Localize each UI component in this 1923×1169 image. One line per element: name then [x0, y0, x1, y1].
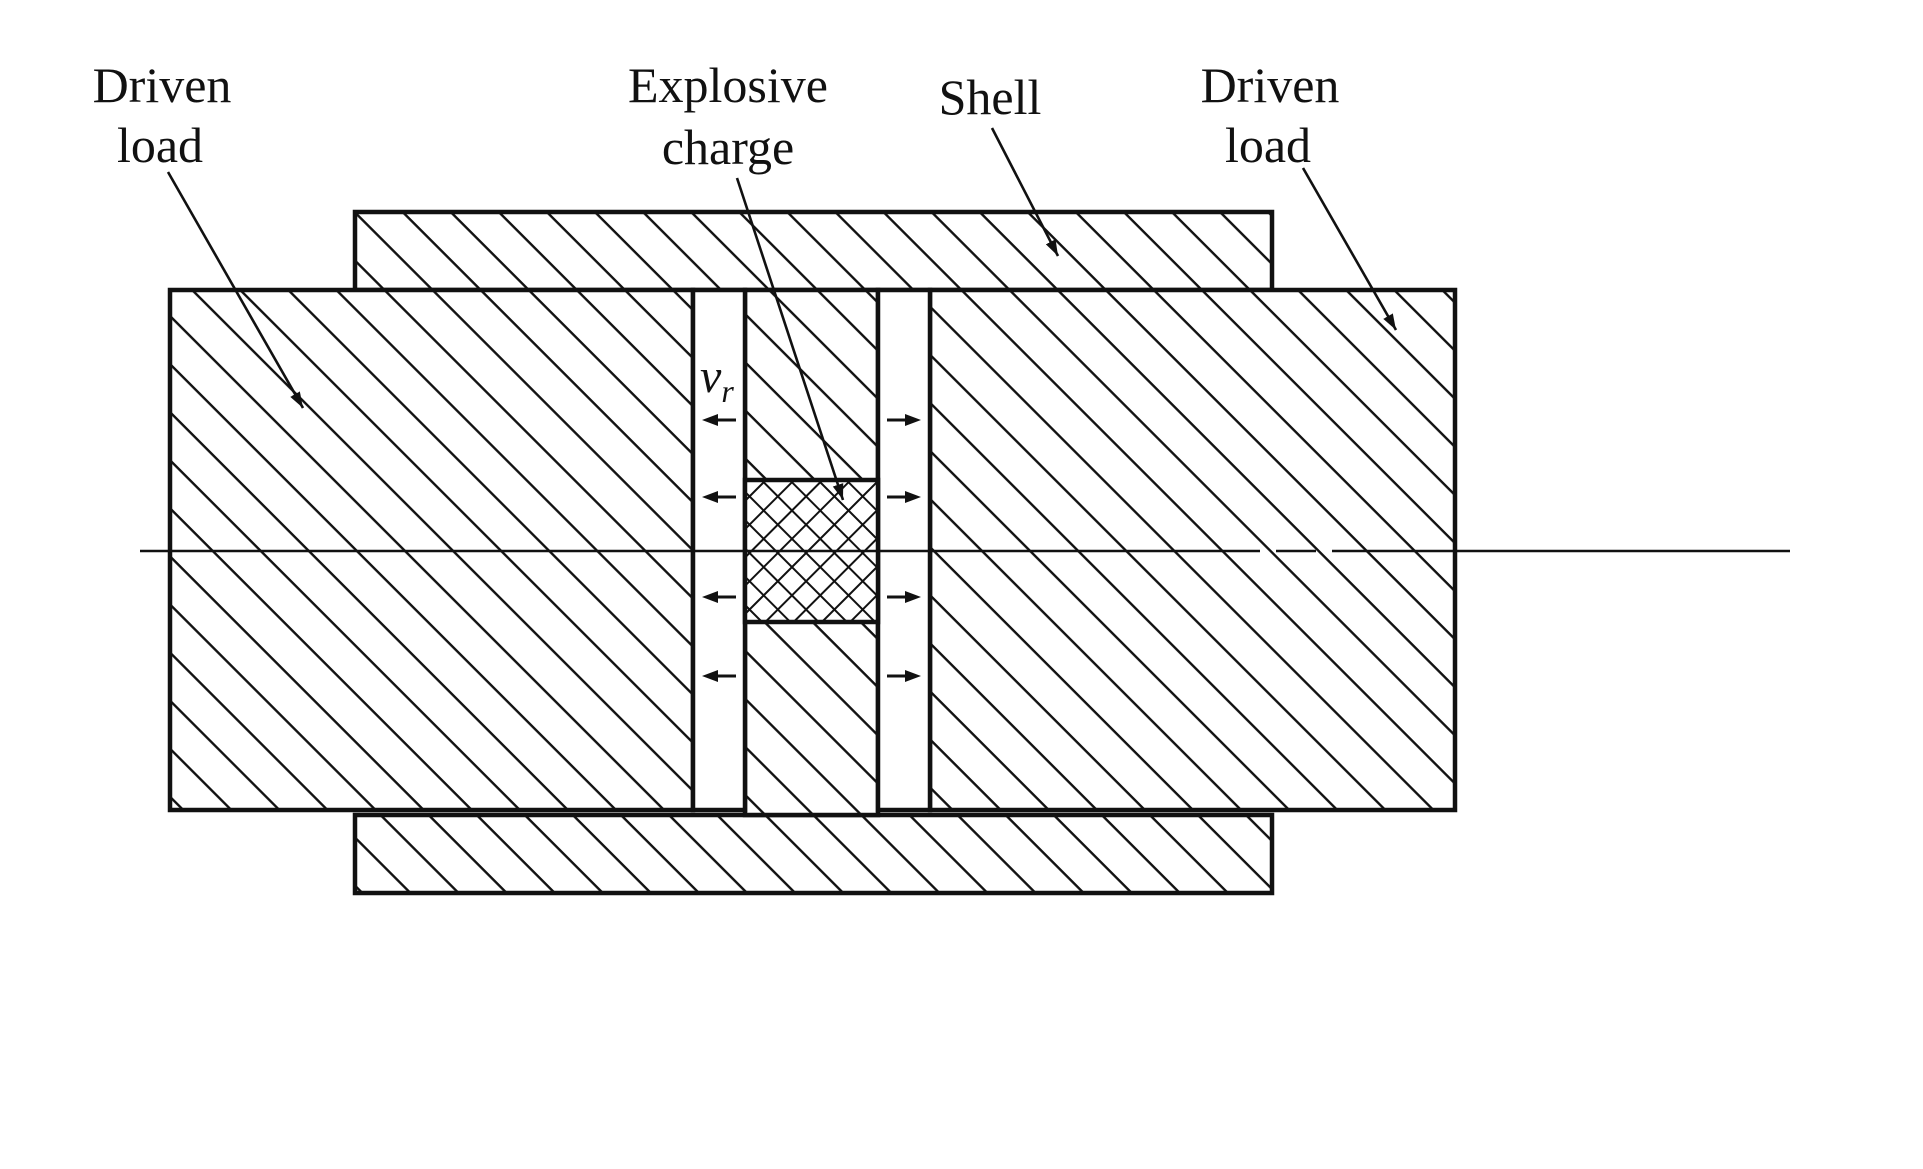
right-arrow-2 [887, 491, 921, 503]
explosive-charge-line2: charge [662, 119, 794, 175]
driven-load-left-line2: load [117, 117, 203, 173]
driven-load-right-line1: Driven [1201, 57, 1340, 113]
left-arrow-4 [702, 670, 736, 682]
leader-driven-load-right [1301, 167, 1398, 331]
left-arrow-3 [702, 591, 736, 603]
driven-load-right-label: Driven load [1201, 57, 1340, 173]
explosive-charge-line1: Explosive [628, 57, 828, 113]
driven-load-left-label: Driven load [93, 57, 232, 173]
right-arrow-3 [887, 591, 921, 603]
leader-driven-load-left [166, 171, 305, 409]
leader-explosive-charge [735, 177, 845, 501]
driven-load-left-line1: Driven [93, 57, 232, 113]
leader-shell [990, 127, 1060, 257]
left-arrow-1 [702, 414, 736, 426]
shell-bottom-bar [352, 812, 1275, 896]
right-arrow-1 [887, 414, 921, 426]
shell-top-bar [352, 209, 1275, 293]
left-velocity-arrows [702, 414, 736, 682]
explosive-charge-label: Explosive charge [628, 57, 828, 175]
driven-load-right-line2: load [1225, 117, 1311, 173]
velocity-symbol: v [700, 350, 722, 403]
right-arrow-4 [887, 670, 921, 682]
velocity-subscript: r [721, 373, 734, 409]
right-velocity-arrows [887, 414, 921, 682]
left-arrow-2 [702, 491, 736, 503]
shell-label: Shell [939, 69, 1042, 125]
velocity-label: vr [700, 350, 734, 409]
